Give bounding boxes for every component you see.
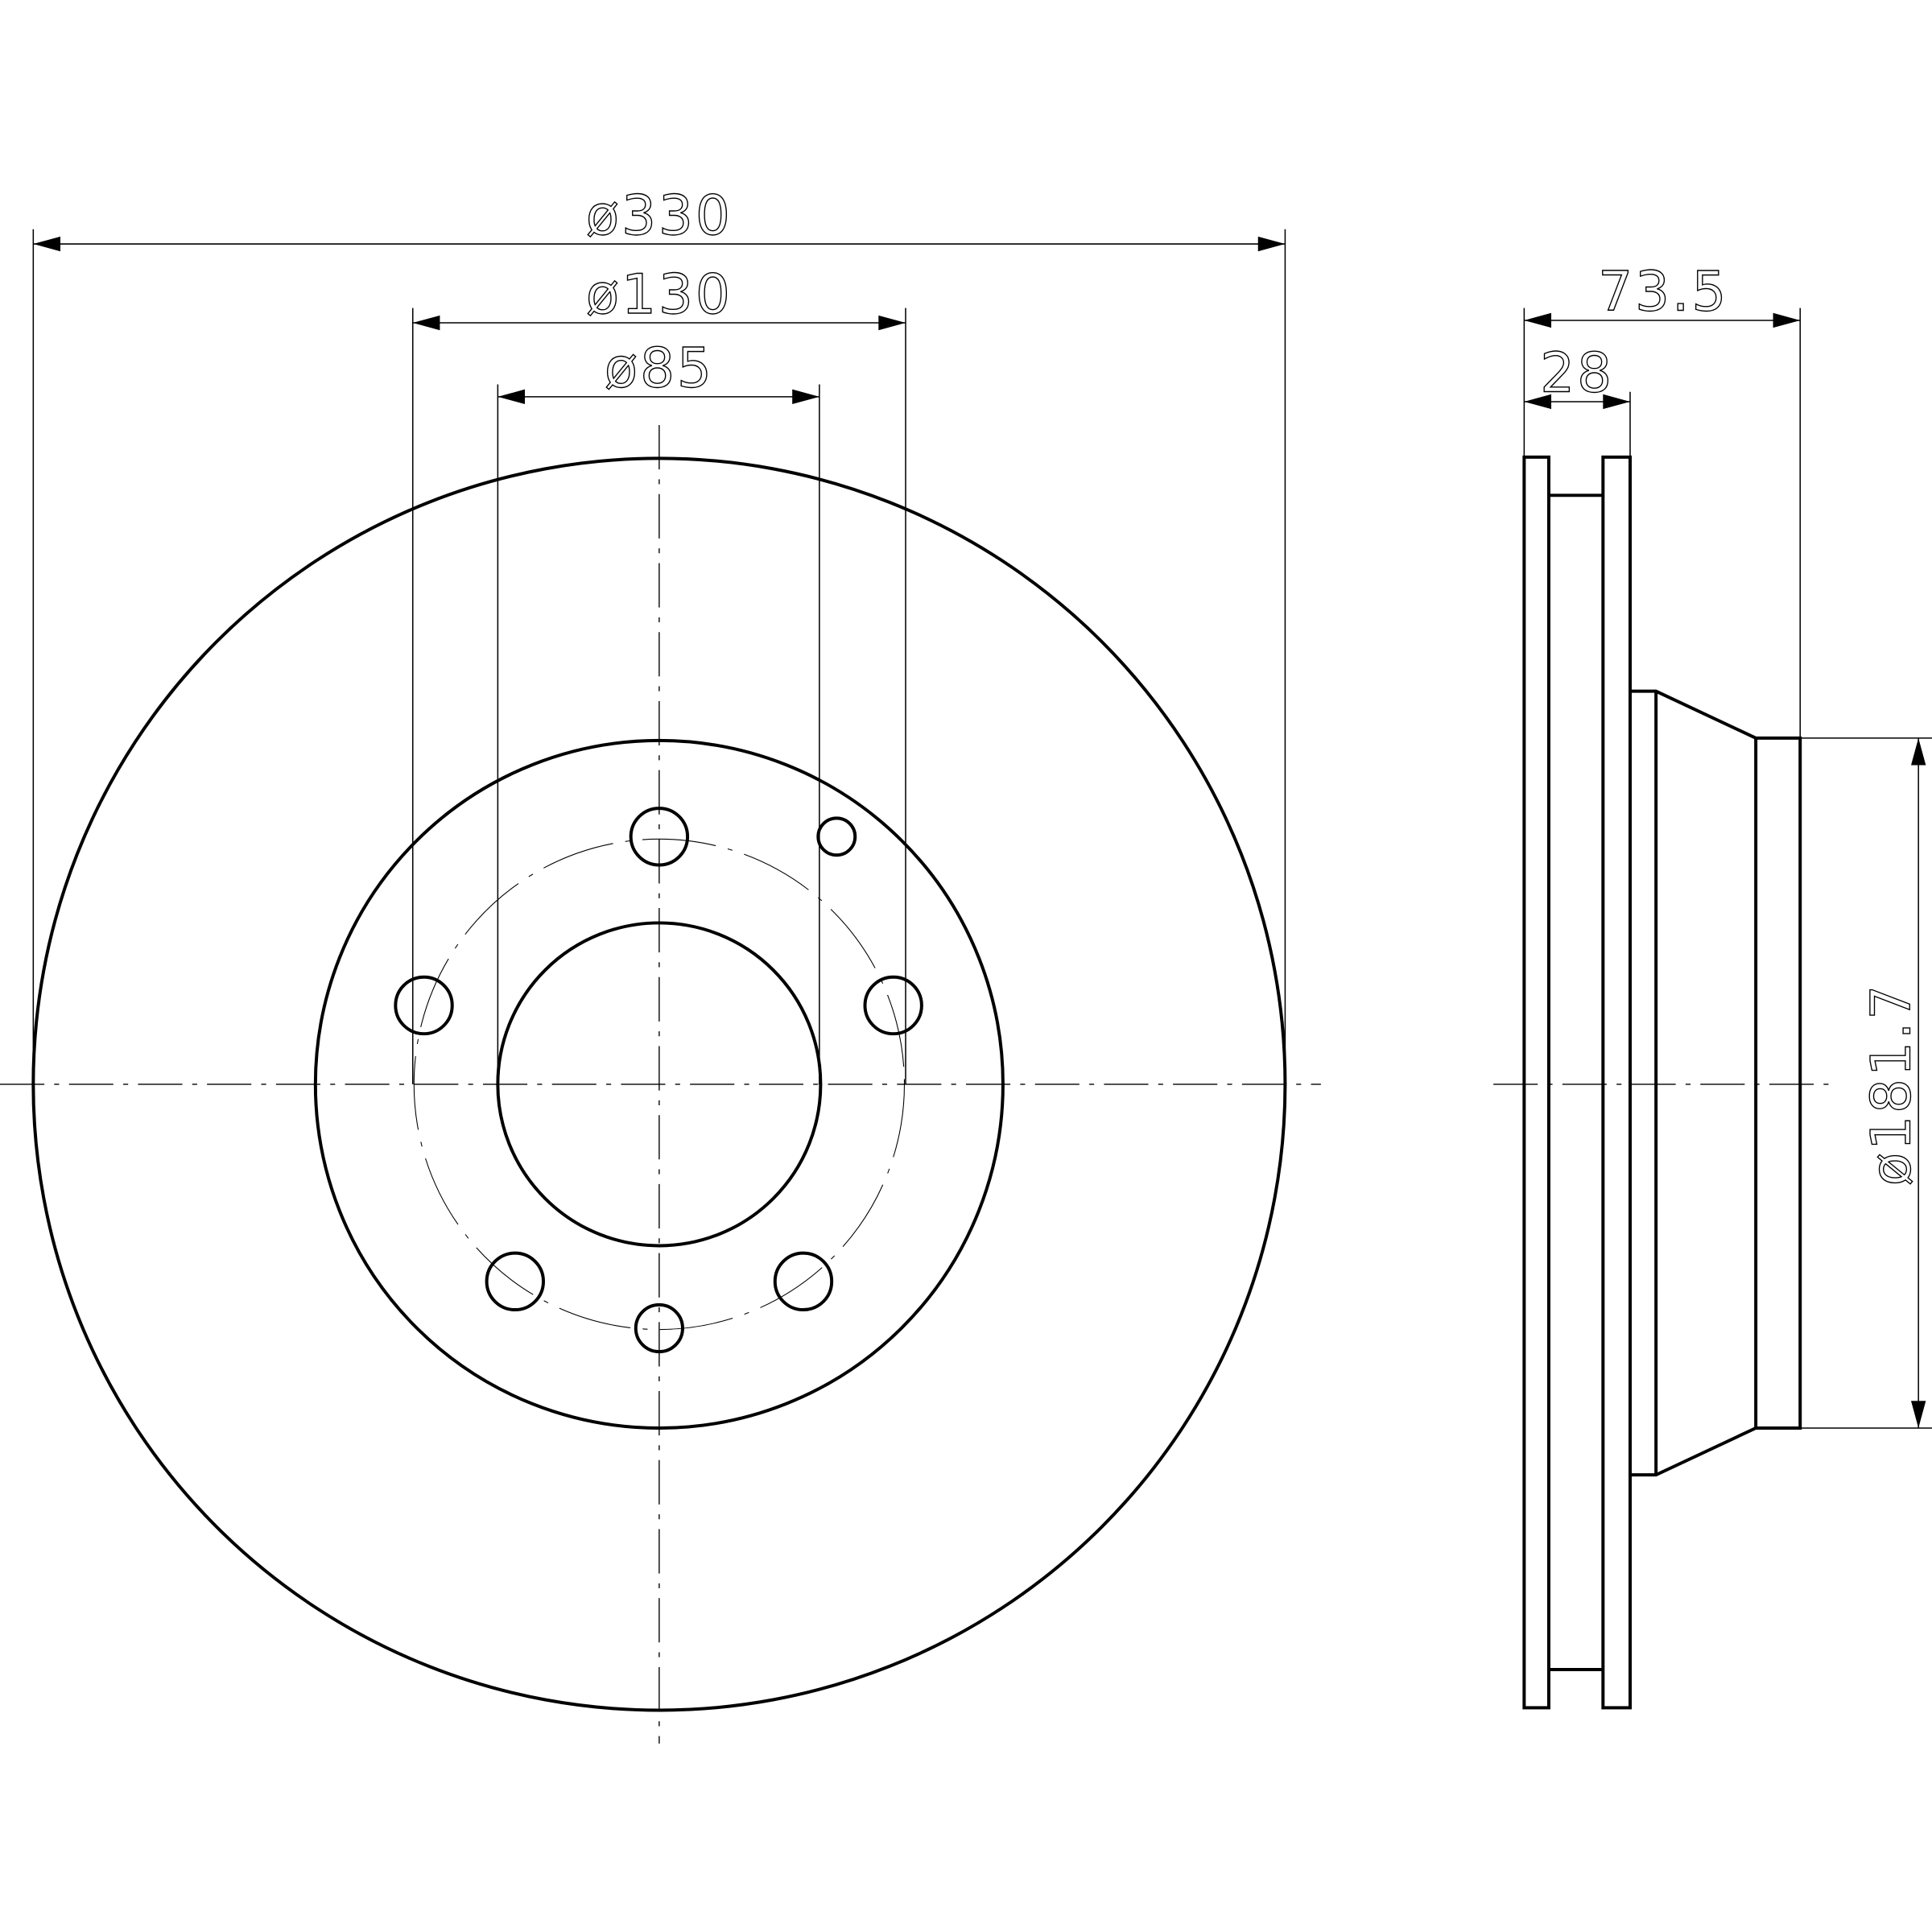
- bolt-hole: [773, 1251, 834, 1312]
- dimension-label-330: ø330: [586, 184, 733, 247]
- dimension-label-28: 28: [1540, 341, 1614, 405]
- arrow-icon: [1603, 394, 1630, 410]
- dimension-label-73-5: 73.5: [1598, 260, 1728, 324]
- arrow-icon: [33, 236, 60, 252]
- friction-plate-inner: [1601, 455, 1632, 1710]
- hat-edge: [313, 738, 1005, 1430]
- dimension-label-130: ø130: [586, 262, 733, 326]
- arrow-icon: [878, 315, 906, 331]
- arrow-icon: [1257, 236, 1286, 252]
- arrow-icon: [412, 315, 440, 331]
- hat-profile: [1630, 689, 1802, 1477]
- bolt-hole: [863, 975, 923, 1036]
- bolt-hole: [394, 975, 454, 1036]
- arrow-icon: [1910, 737, 1926, 766]
- bolt-hole: [629, 807, 690, 867]
- arrow-icon: [792, 389, 819, 405]
- bolt-hole: [485, 1251, 545, 1312]
- arrow-icon: [1524, 312, 1552, 328]
- bolt-hole: [634, 1302, 684, 1354]
- dimension-label-85: ø85: [605, 336, 714, 400]
- side-view: 73.5 28 ø181.7: [1493, 259, 1932, 1710]
- locator-hole: [816, 816, 857, 857]
- arrow-icon: [497, 389, 526, 405]
- dimension-label-181-7: ø181.7: [1859, 983, 1922, 1186]
- arrow-icon: [1910, 1401, 1926, 1428]
- pitch-circle: [413, 838, 906, 1331]
- arrow-icon: [1524, 394, 1552, 410]
- friction-plate-outer: [1522, 455, 1550, 1710]
- front-view: ø330 ø130 ø85: [0, 183, 1321, 1744]
- arrow-icon: [1773, 312, 1801, 328]
